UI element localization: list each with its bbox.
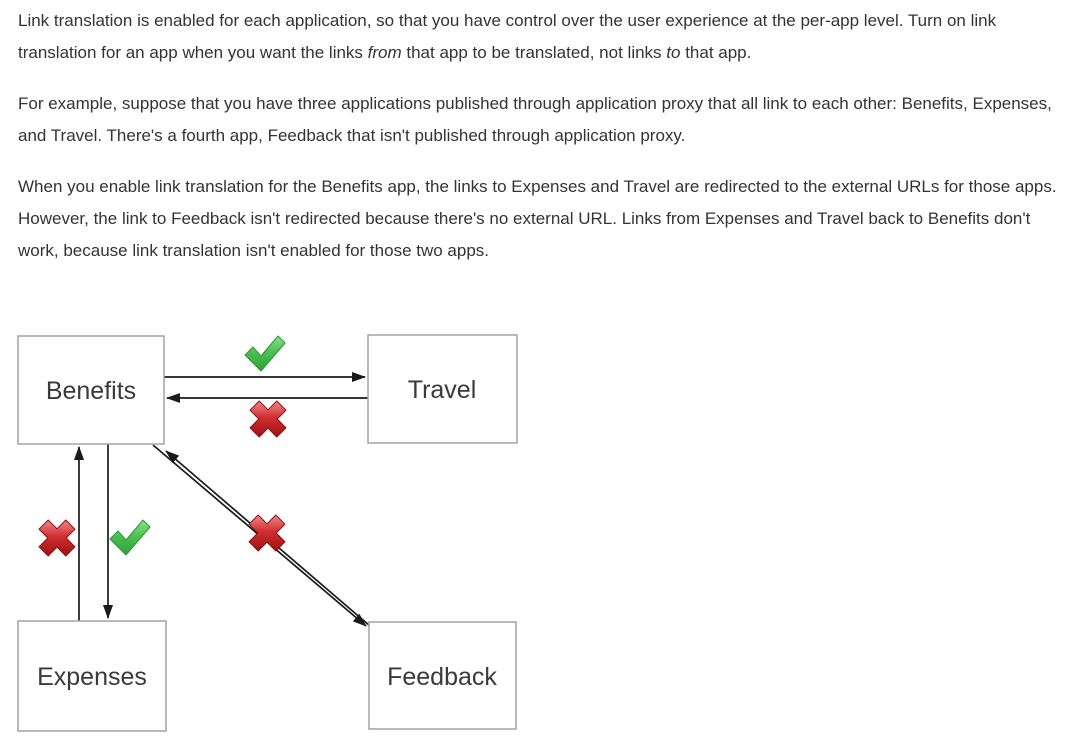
cross-icon [249, 400, 287, 438]
paragraph-link-translation-intro: Link translation is enabled for each app… [18, 11, 997, 62]
feedback-label: Feedback [387, 663, 497, 691]
feedback-box [368, 621, 517, 730]
travel-label: Travel [408, 376, 477, 404]
paragraph-example-apps: For example, suppose that you have three… [18, 94, 1052, 145]
paragraph-enable-benefits: When you enable link translation for the… [18, 177, 1057, 260]
link-translation-diagram: Benefits Travel Expenses Feedback [0, 300, 560, 749]
node-travel: Travel [367, 334, 518, 444]
diagram-canvas: Benefits Travel Expenses Feedback [17, 334, 518, 732]
node-feedback: Feedback [368, 621, 517, 730]
expenses-box [17, 620, 167, 732]
check-icon [109, 519, 151, 556]
benefits-box [17, 335, 165, 445]
benefits-label: Benefits [46, 377, 136, 405]
check-icon [244, 335, 286, 372]
expenses-label: Expenses [37, 663, 147, 691]
node-benefits: Benefits [17, 335, 165, 445]
node-expenses: Expenses [17, 620, 167, 732]
doc-page: Link translation is enabled for each app… [0, 0, 1087, 732]
article-paragraphs: Link translation is enabled for each app… [0, 0, 1087, 267]
travel-box [367, 334, 518, 444]
cross-icon [38, 519, 76, 557]
cross-icon [248, 514, 286, 552]
